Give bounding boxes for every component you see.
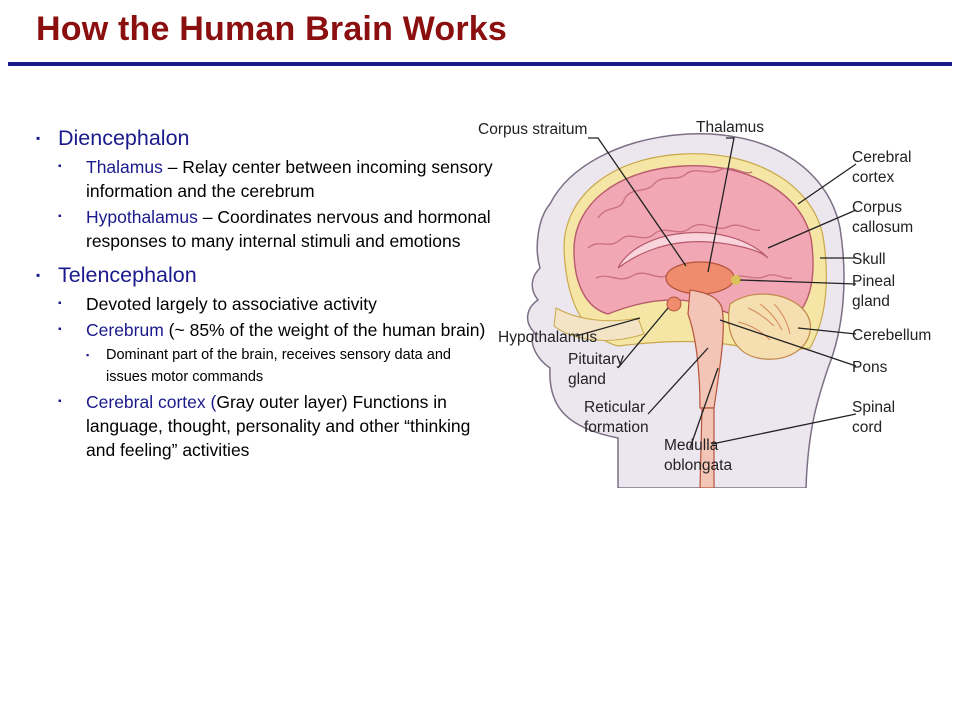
label-cerebellum: Cerebellum	[852, 327, 931, 344]
square-bullet-icon: ▪	[58, 396, 62, 407]
square-bullet-icon: ▪	[36, 268, 41, 282]
term-hypothalamus: Hypothalamus	[86, 207, 198, 227]
label-cerebral-cortex: Cerebral	[852, 149, 911, 166]
bullet-text: Cerebral cortex (Gray outer layer) Funct…	[86, 390, 496, 462]
label-thalamus: Thalamus	[696, 119, 764, 136]
nasal-area	[553, 307, 645, 341]
label-corpus-callosum: Corpus	[852, 199, 902, 216]
label-reticular: Reticular	[584, 399, 645, 416]
label-corpus-striatum: Corpus straitum	[478, 121, 587, 138]
label-medulla: Medulla	[664, 437, 719, 454]
square-bullet-icon: ▪	[58, 324, 62, 335]
bullet-cerebrum-sub: ▪ Dominant part of the brain, receives s…	[86, 344, 496, 388]
term-cerebrum: Cerebrum	[86, 320, 164, 340]
label-pons: Pons	[852, 359, 888, 376]
desc-cerebrum: (~ 85% of the weight of the human brain)	[163, 320, 486, 340]
label-cerebral-cortex-2: cortex	[852, 169, 894, 186]
square-bullet-icon: ▪	[36, 131, 41, 145]
term-thalamus: Thalamus	[86, 157, 163, 177]
bullet-text: Cerebrum (~ 85% of the weight of the hum…	[86, 318, 485, 342]
bullet-cerebrum: ▪ Cerebrum (~ 85% of the weight of the h…	[58, 318, 496, 342]
bullet-text: Dominant part of the brain, receives sen…	[106, 347, 451, 385]
bullet-thalamus: ▪ Thalamus – Relay center between incomi…	[58, 155, 496, 203]
label-skull: Skull	[852, 251, 886, 268]
bullet-text: Hypothalamus – Coordinates nervous and h…	[86, 205, 496, 253]
bullet-text: Devoted largely to associative activity	[86, 294, 377, 314]
thalamus-shape	[665, 261, 735, 295]
label-pituitary-2: gland	[568, 371, 606, 388]
desc-hypothalamus: – Coordinates nervous and hormonal respo…	[86, 207, 491, 251]
square-bullet-icon: ▪	[58, 298, 62, 309]
corpus-callosum-shape	[617, 231, 769, 269]
label-spinal-cord-2: cord	[852, 419, 882, 436]
square-bullet-icon: ▪	[86, 350, 90, 360]
pineal-shape	[731, 275, 741, 285]
pituitary-shape	[666, 296, 682, 312]
bullet-hypothalamus: ▪ Hypothalamus – Coordinates nervous and…	[58, 205, 496, 253]
square-bullet-icon: ▪	[58, 161, 62, 172]
brain-anatomy-diagram: Corpus straitum Thalamus Cerebral cortex…	[478, 119, 931, 488]
label-hypothalamus: Hypothalamus	[498, 329, 597, 346]
bullet-associative: ▪ Devoted largely to associative activit…	[58, 292, 496, 316]
label-spinal-cord: Spinal	[852, 399, 895, 416]
square-bullet-icon: ▪	[58, 211, 62, 222]
gyri-lines	[587, 167, 793, 280]
bullet-cortex: ▪ Cerebral cortex (Gray outer layer) Fun…	[58, 390, 496, 462]
bullet-diencephalon: ▪ Diencephalon	[36, 124, 496, 153]
term-cortex: Cerebral cortex (	[86, 392, 217, 412]
cerebellum-stripes	[737, 303, 791, 341]
desc-thalamus: – Relay center between incoming sensory …	[86, 157, 493, 201]
label-reticular-2: formation	[584, 419, 649, 436]
title-divider	[8, 62, 952, 66]
desc-cortex: Gray outer layer) Functions in language,…	[86, 392, 471, 460]
label-pituitary: Pituitary	[568, 351, 624, 368]
label-corpus-callosum-2: callosum	[852, 219, 913, 236]
bullet-telencephalon: ▪ Telencephalon	[36, 261, 496, 290]
bullet-heading: Diencephalon	[58, 126, 190, 150]
label-pineal: Pineal	[852, 273, 895, 290]
bullet-list: ▪ Diencephalon ▪ Thalamus – Relay center…	[36, 124, 496, 462]
bullet-heading: Telencephalon	[58, 263, 197, 287]
leader-lines	[575, 137, 857, 449]
bullet-text: Thalamus – Relay center between incoming…	[86, 155, 496, 203]
spinal-cord-shape	[699, 407, 715, 488]
label-medulla-2: oblongata	[664, 457, 732, 474]
label-pineal-2: gland	[852, 293, 890, 310]
slide-title: How the Human Brain Works	[36, 10, 507, 48]
